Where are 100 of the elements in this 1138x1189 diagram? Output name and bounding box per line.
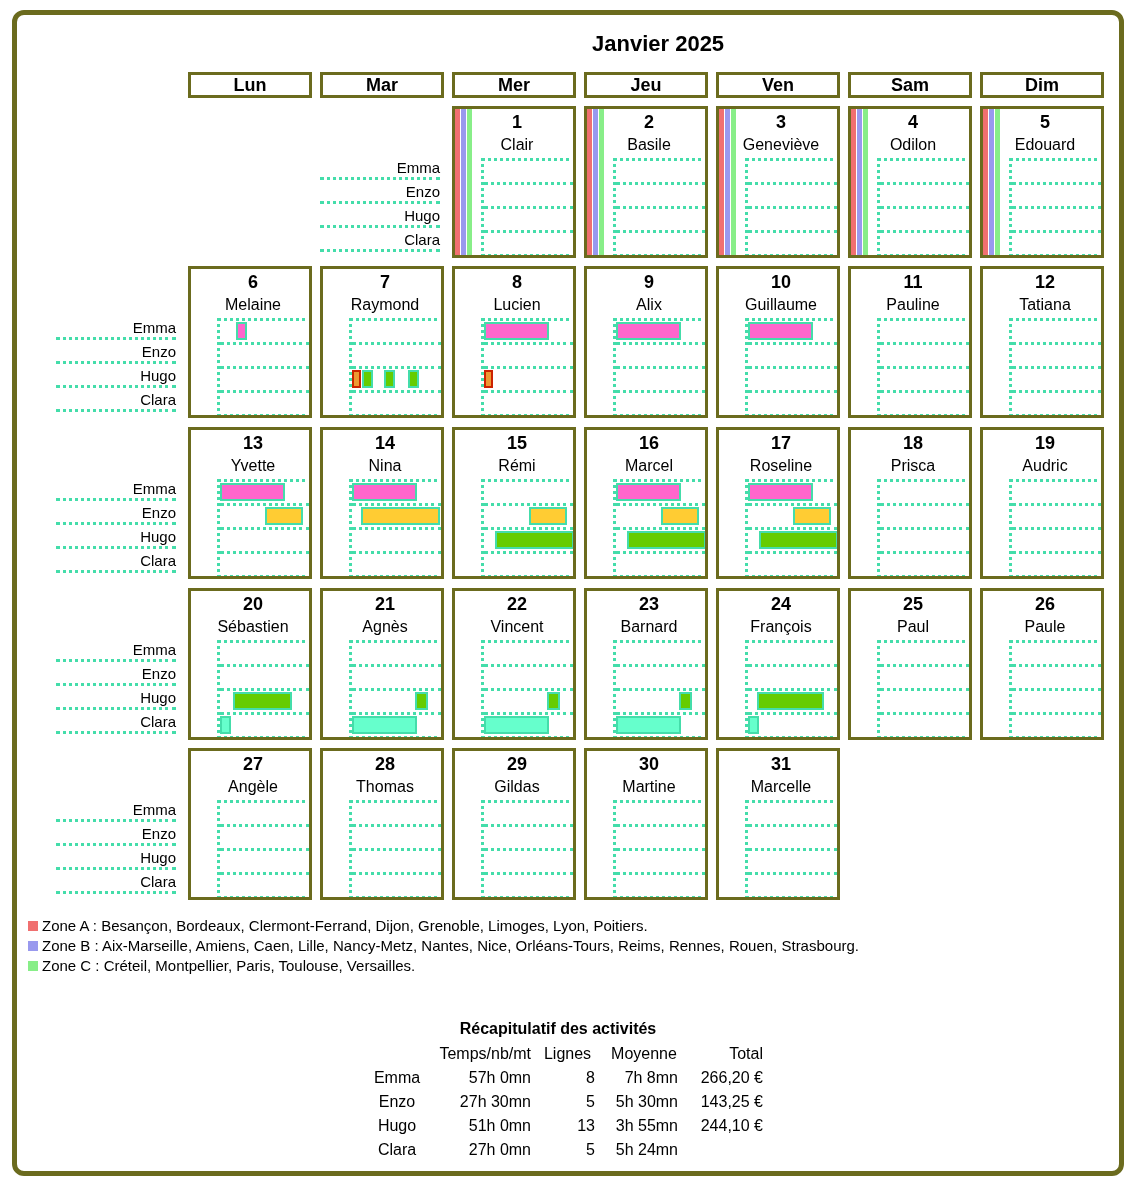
saint-name: Alix [635, 295, 663, 315]
row-header: Hugo [376, 1116, 418, 1136]
day-number: 10 [770, 271, 792, 293]
day-cell [716, 266, 840, 418]
saint-name: Raymond [349, 295, 421, 315]
saint-name: Roseline [748, 456, 814, 476]
saint-name: François [749, 617, 813, 637]
day-number: 24 [770, 593, 792, 615]
day-number: 29 [506, 753, 528, 775]
person-name: Enzo [56, 504, 176, 525]
day-cell [320, 748, 444, 900]
person-name: Emma [320, 159, 440, 180]
table-cell-text: 8 [585, 1068, 595, 1088]
person-name: Enzo [56, 825, 176, 846]
table-cell-text: 244,10 € [699, 1116, 763, 1136]
person-name: Hugo [56, 528, 176, 549]
weekday-header: Mer [452, 72, 576, 98]
day-number: 18 [902, 432, 924, 454]
row-header: Enzo [377, 1092, 417, 1112]
day-number: 11 [902, 271, 924, 293]
saint-name: Agnès [361, 617, 409, 637]
table-cell-text: 5 [585, 1140, 595, 1160]
saint-name: Melaine [224, 295, 282, 315]
person-name: Enzo [320, 183, 440, 204]
day-cell [188, 266, 312, 418]
table-cell-text: 143,25 € [699, 1092, 763, 1112]
day-number: 30 [638, 753, 660, 775]
calendar-title: Janvier 2025 [592, 31, 725, 57]
day-number: 2 [643, 111, 655, 133]
day-cell [584, 106, 708, 258]
table-cell-text: 7h 8mn [623, 1068, 678, 1088]
table-cell-text: 13 [576, 1116, 595, 1136]
column-header: Moyenne [610, 1044, 678, 1064]
day-number: 31 [770, 753, 792, 775]
day-cell [320, 588, 444, 740]
saint-name: Audric [1021, 456, 1069, 476]
saint-name: Basile [626, 135, 672, 155]
table-cell-text: 27h 30mn [458, 1092, 531, 1112]
row-header: Clara [376, 1140, 418, 1160]
person-name: Hugo [56, 689, 176, 710]
day-number: 9 [643, 271, 655, 293]
day-number: 14 [374, 432, 396, 454]
person-name: Emma [56, 480, 176, 501]
legend-text: Zone C : Créteil, Montpellier, Paris, Toulouse, Versailles. [42, 957, 416, 975]
day-number: 26 [1034, 593, 1056, 615]
day-cell [188, 588, 312, 740]
person-name: Clara [56, 552, 176, 573]
saint-name: Sébastien [216, 617, 290, 637]
weekday-header: Mar [320, 72, 444, 98]
saint-name: Thomas [355, 777, 415, 797]
saint-name: Marcelle [749, 777, 813, 797]
table-cell-text: 57h 0mn [467, 1068, 531, 1088]
person-name: Clara [56, 713, 176, 734]
day-cell [848, 588, 972, 740]
day-cell [848, 266, 972, 418]
table-cell-text: 5h 24mn [614, 1140, 678, 1160]
day-cell [188, 427, 312, 579]
day-cell [716, 427, 840, 579]
weekday-header: Ven [716, 72, 840, 98]
table-title: Récapitulatif des activités [458, 1019, 658, 1039]
day-number: 16 [638, 432, 660, 454]
day-cell [452, 427, 576, 579]
day-number: 20 [242, 593, 264, 615]
day-cell [584, 748, 708, 900]
row-header: Emma [372, 1068, 422, 1088]
day-cell [188, 748, 312, 900]
day-cell [980, 106, 1104, 258]
table-cell-text: 51h 0mn [467, 1116, 531, 1136]
person-name: Enzo [56, 343, 176, 364]
saint-name: Paule [1023, 617, 1067, 637]
saint-name: Pauline [885, 295, 941, 315]
saint-name: Yvette [229, 456, 277, 476]
saint-name: Guillaume [744, 295, 818, 315]
day-number: 21 [374, 593, 396, 615]
saint-name: Lucien [492, 295, 542, 315]
day-number: 28 [374, 753, 396, 775]
column-header: Total [728, 1044, 763, 1064]
day-number: 5 [1039, 111, 1051, 133]
saint-name: Paul [896, 617, 930, 637]
saint-name: Prisca [889, 456, 937, 476]
day-number: 12 [1034, 271, 1056, 293]
weekday-header: Lun [188, 72, 312, 98]
day-number: 8 [511, 271, 523, 293]
day-cell [452, 106, 576, 258]
day-number: 17 [770, 432, 792, 454]
day-cell [584, 427, 708, 579]
person-name: Hugo [320, 207, 440, 228]
saint-name: Tatiana [1018, 295, 1072, 315]
day-number: 6 [247, 271, 259, 293]
table-cell-text: 3h 55mn [614, 1116, 678, 1136]
day-cell [584, 266, 708, 418]
day-cell [452, 266, 576, 418]
table-cell-text: 266,20 € [699, 1068, 763, 1088]
weekday-header: Dim [980, 72, 1104, 98]
column-header: Temps/nb/mt [438, 1044, 531, 1064]
person-name: Clara [56, 873, 176, 894]
person-name: Emma [56, 641, 176, 662]
day-cell [848, 106, 972, 258]
weekday-header: Sam [848, 72, 972, 98]
day-cell [452, 588, 576, 740]
